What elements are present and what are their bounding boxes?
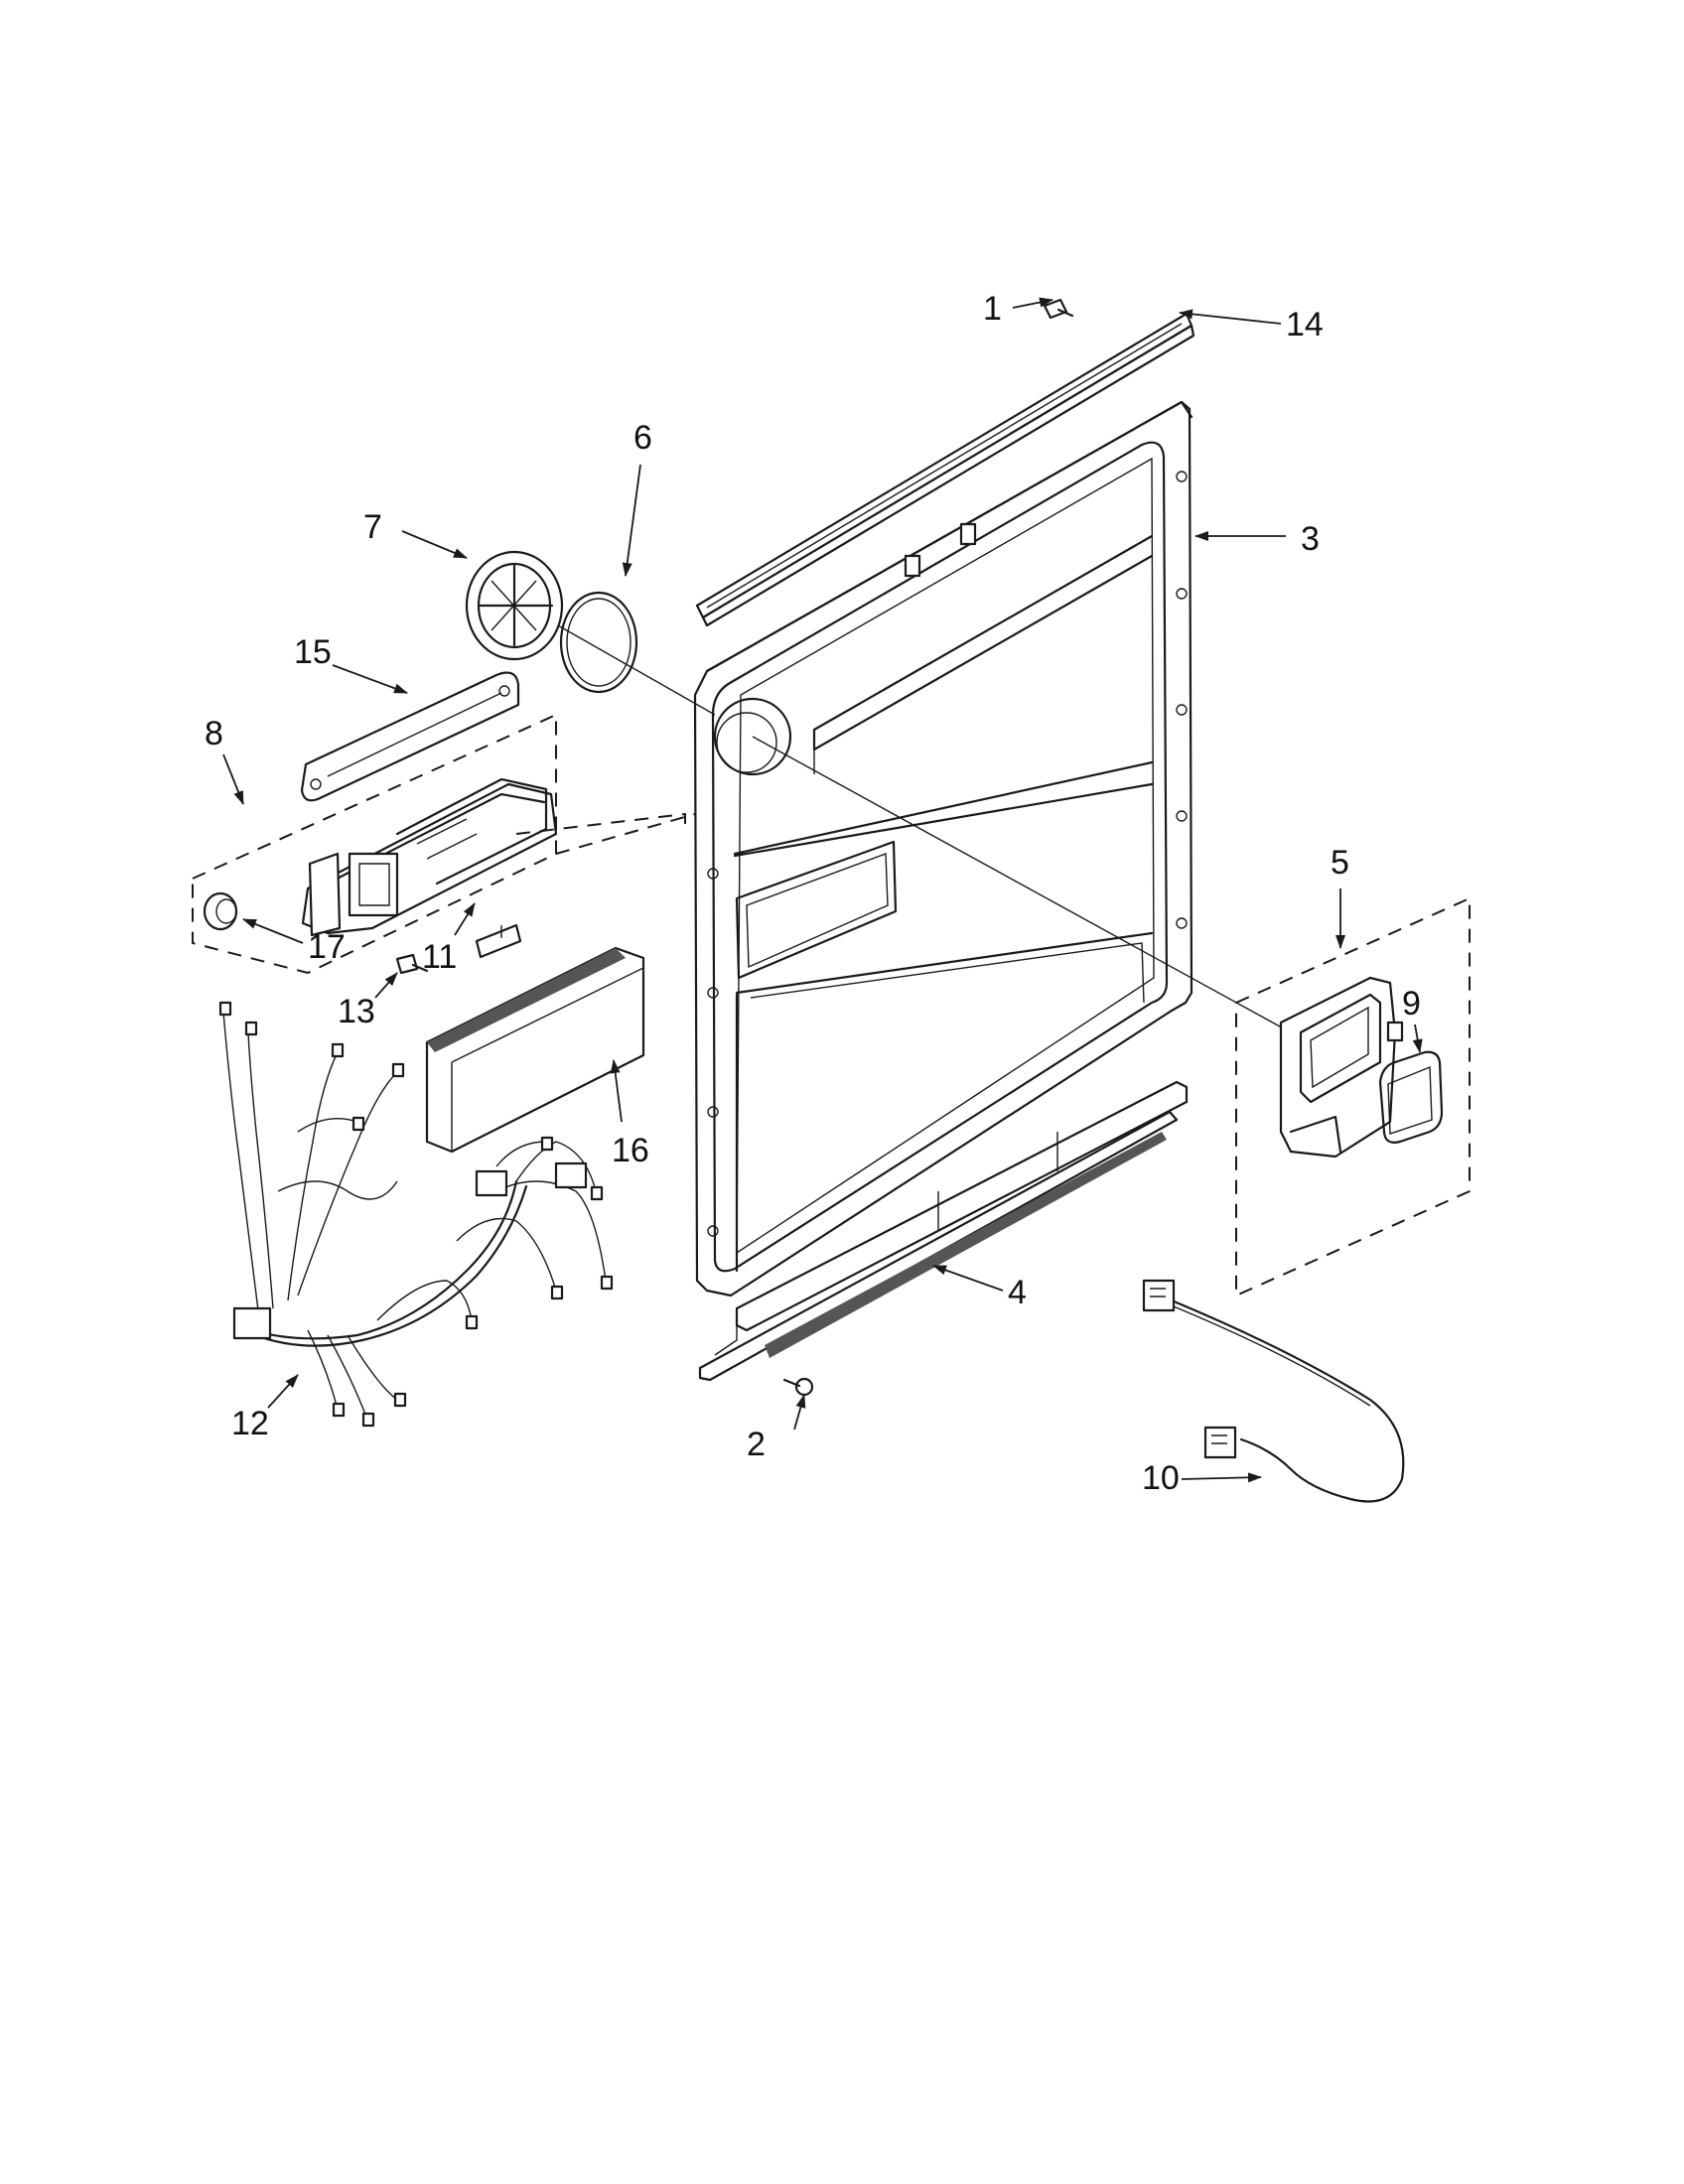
callout-16: 16	[612, 1132, 649, 1169]
screw-2	[782, 1377, 814, 1397]
dispenser-knob	[203, 891, 238, 931]
spring-clip	[475, 923, 522, 959]
callout-labels: 1 2 3 4 5 6 7 8 9 10 11 12 13 14 15 16 1…	[205, 290, 1421, 1497]
callout-17: 17	[308, 928, 346, 966]
dispenser-gasket	[559, 591, 638, 694]
vent-group-outline	[1235, 896, 1471, 1297]
callout-7: 7	[363, 508, 382, 546]
callout-14: 14	[1286, 306, 1324, 343]
callout-5: 5	[1331, 844, 1349, 882]
callout-1: 1	[983, 290, 1002, 328]
callout-8: 8	[205, 715, 223, 752]
screw-1	[1043, 298, 1074, 320]
dispenser-assembly	[301, 777, 558, 937]
callout-10: 10	[1142, 1459, 1180, 1497]
dispenser-group-outline	[192, 713, 696, 975]
callout-3: 3	[1301, 520, 1320, 558]
callout-9: 9	[1402, 985, 1421, 1023]
callout-12: 12	[231, 1405, 269, 1442]
callout-4: 4	[1008, 1274, 1027, 1311]
panel-screw-holes	[707, 471, 1188, 1237]
door-inner-panel	[693, 400, 1193, 1297]
wire-harness	[218, 1001, 614, 1428]
harness-terminals	[218, 1001, 614, 1428]
callout-11: 11	[422, 938, 457, 976]
callout-15: 15	[294, 633, 332, 671]
top-trim-strip	[695, 312, 1195, 627]
callout-6: 6	[633, 419, 652, 457]
leader-lines	[222, 297, 1423, 1483]
dispenser-cover	[465, 550, 564, 661]
callout-13: 13	[338, 993, 375, 1030]
callout-2: 2	[747, 1426, 766, 1463]
screw-13	[395, 953, 429, 975]
vent-gasket	[1378, 1050, 1444, 1144]
dispenser-trim-bracket	[300, 671, 520, 802]
bottom-trim-strip	[698, 1080, 1189, 1382]
wire-cable	[1142, 1279, 1405, 1503]
insulation-block	[425, 946, 645, 1154]
